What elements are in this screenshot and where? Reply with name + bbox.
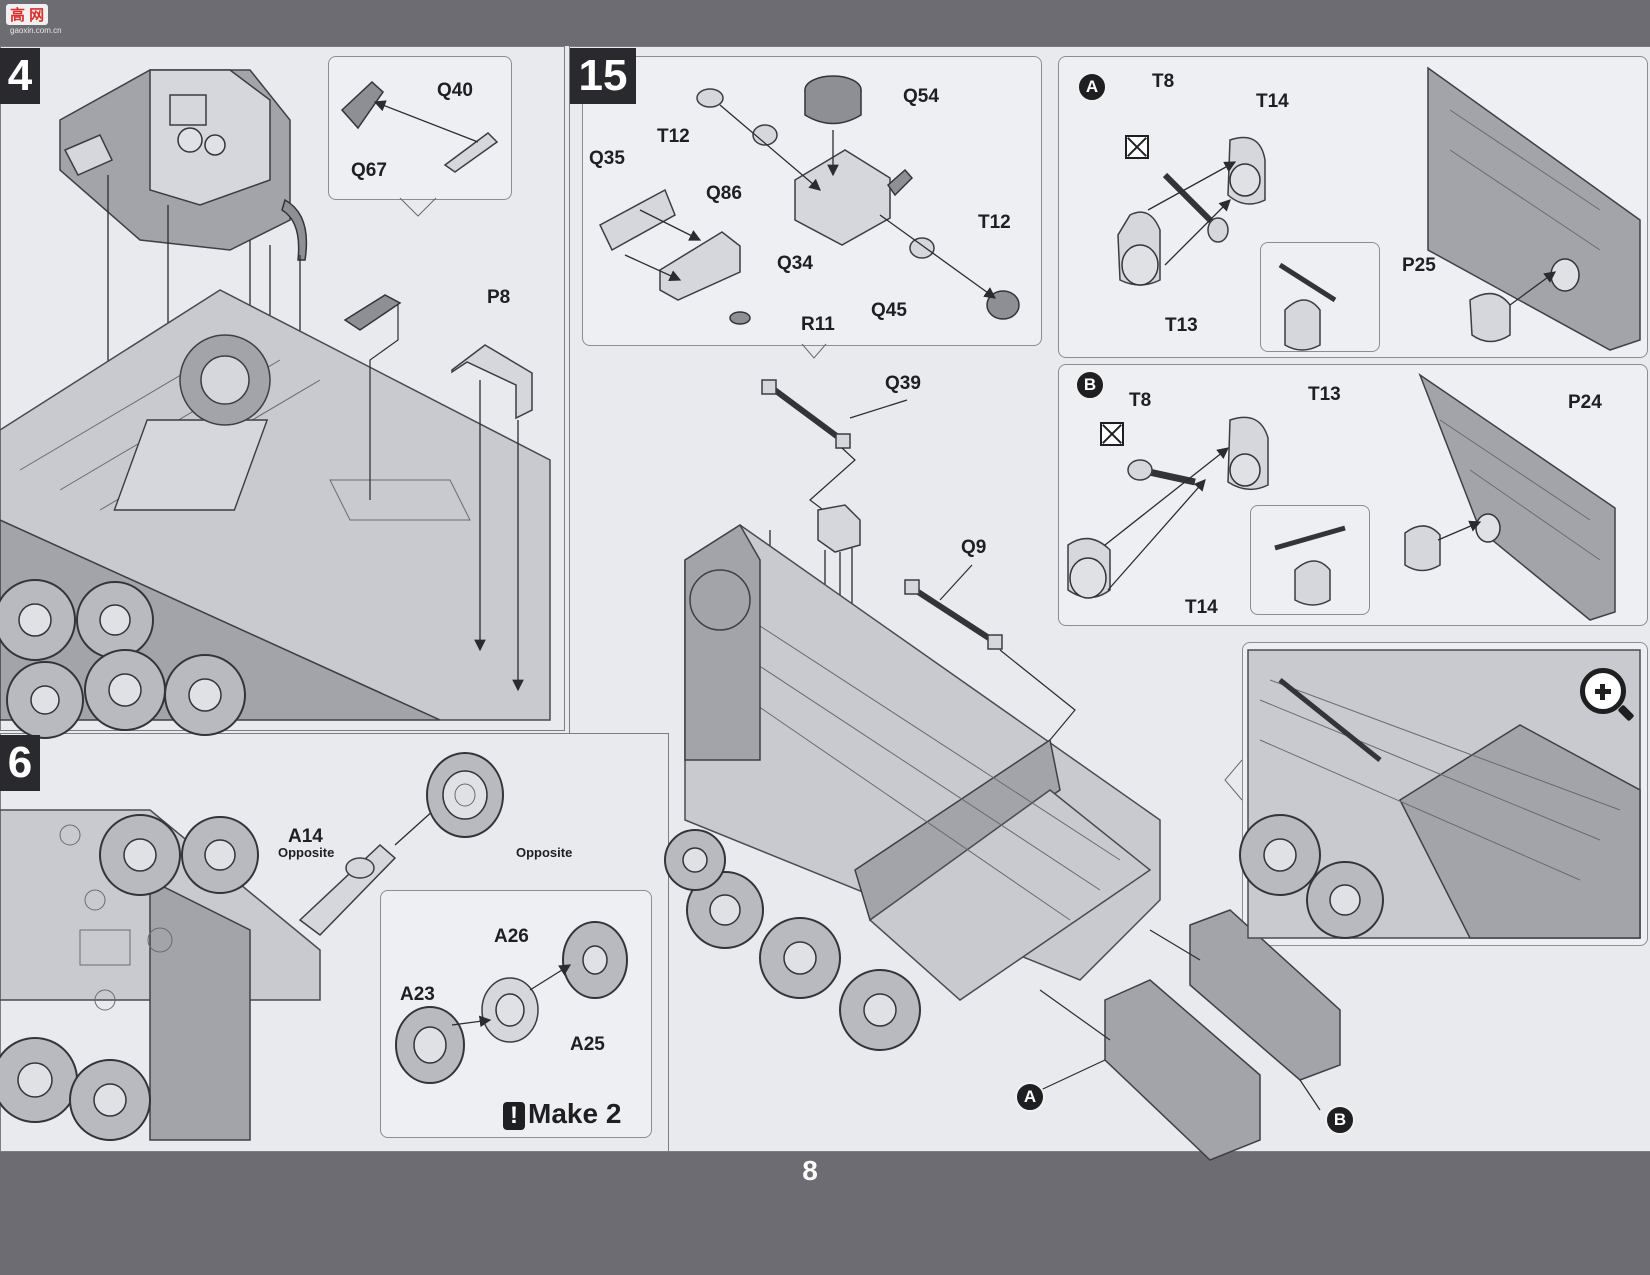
step-16-wheel-parts (395, 921, 628, 1084)
step-15-callout-parts (599, 75, 1020, 359)
step-14-number: 4 (0, 48, 40, 104)
label-p25: P25 (1402, 255, 1436, 276)
label-q40: Q40 (437, 80, 473, 101)
label-a-t8: T8 (1152, 71, 1175, 92)
step-16-number: 6 (0, 735, 40, 791)
label-a-t13: T13 (1165, 315, 1198, 336)
page-number: 8 (802, 1155, 818, 1186)
label-a23: A23 (400, 984, 435, 1005)
label-a-t14: T14 (1256, 91, 1289, 112)
step-14-part-bracket (343, 294, 402, 500)
step-16-hull (0, 809, 321, 1141)
step-14-part-p8 (451, 344, 533, 692)
detail-view-art (1224, 649, 1641, 939)
label-a25: A25 (570, 1034, 605, 1055)
marker-a: A (1015, 1082, 1045, 1112)
label-b-t13: T13 (1308, 384, 1341, 405)
step-14-hull (0, 289, 551, 739)
step-14-callout-parts (340, 80, 499, 217)
label-wheel-opposite: Opposite (516, 845, 573, 860)
label-q9: Q9 (961, 537, 987, 558)
label-a14: A14 (288, 826, 323, 847)
label-q45: Q45 (871, 300, 907, 321)
label-q54: Q54 (903, 86, 939, 107)
watermark-url: gaoxin.com.cn (10, 26, 62, 35)
label-b-t8: T8 (1129, 390, 1152, 411)
no-cement-icon (1100, 422, 1124, 446)
subassembly-b-marker: B (1075, 370, 1105, 400)
label-q34: Q34 (777, 253, 813, 274)
label-q39: Q39 (885, 373, 921, 394)
label-t12-right: T12 (978, 212, 1011, 233)
make-2-note: !Make 2 (503, 1098, 621, 1130)
no-cement-icon (1125, 135, 1149, 159)
exclamation-icon: ! (503, 1102, 525, 1130)
step-15-hull (664, 523, 1161, 1051)
make-2-label: Make 2 (528, 1098, 622, 1129)
label-a26: A26 (494, 926, 529, 947)
plus-bar-vertical (1600, 684, 1605, 700)
label-r11: R11 (801, 314, 835, 335)
magnify-plus-icon (1580, 668, 1626, 714)
step-15-plates (1029, 909, 1341, 1161)
bottom-band (0, 1150, 1650, 1275)
top-band (0, 0, 1650, 46)
label-q35: Q35 (589, 148, 625, 169)
step-14-engine (59, 69, 308, 261)
label-t12-top: T12 (657, 126, 690, 147)
step-16-wheel-top (426, 752, 504, 838)
marker-b: B (1325, 1105, 1355, 1135)
label-a14-opposite: Opposite (278, 845, 335, 860)
label-q67: Q67 (351, 160, 387, 181)
label-b-t14: T14 (1185, 597, 1218, 618)
subassembly-a-art (1117, 66, 1641, 351)
label-q86: Q86 (706, 183, 742, 204)
label-p8: P8 (487, 287, 511, 308)
subassembly-a-marker: A (1077, 72, 1107, 102)
watermark-logo: 高 网 (6, 4, 49, 25)
step-16-axle-a14 (298, 799, 446, 936)
step-15-number: 15 (570, 48, 636, 104)
subassembly-b-art (1067, 373, 1616, 621)
label-p24: P24 (1568, 392, 1602, 413)
